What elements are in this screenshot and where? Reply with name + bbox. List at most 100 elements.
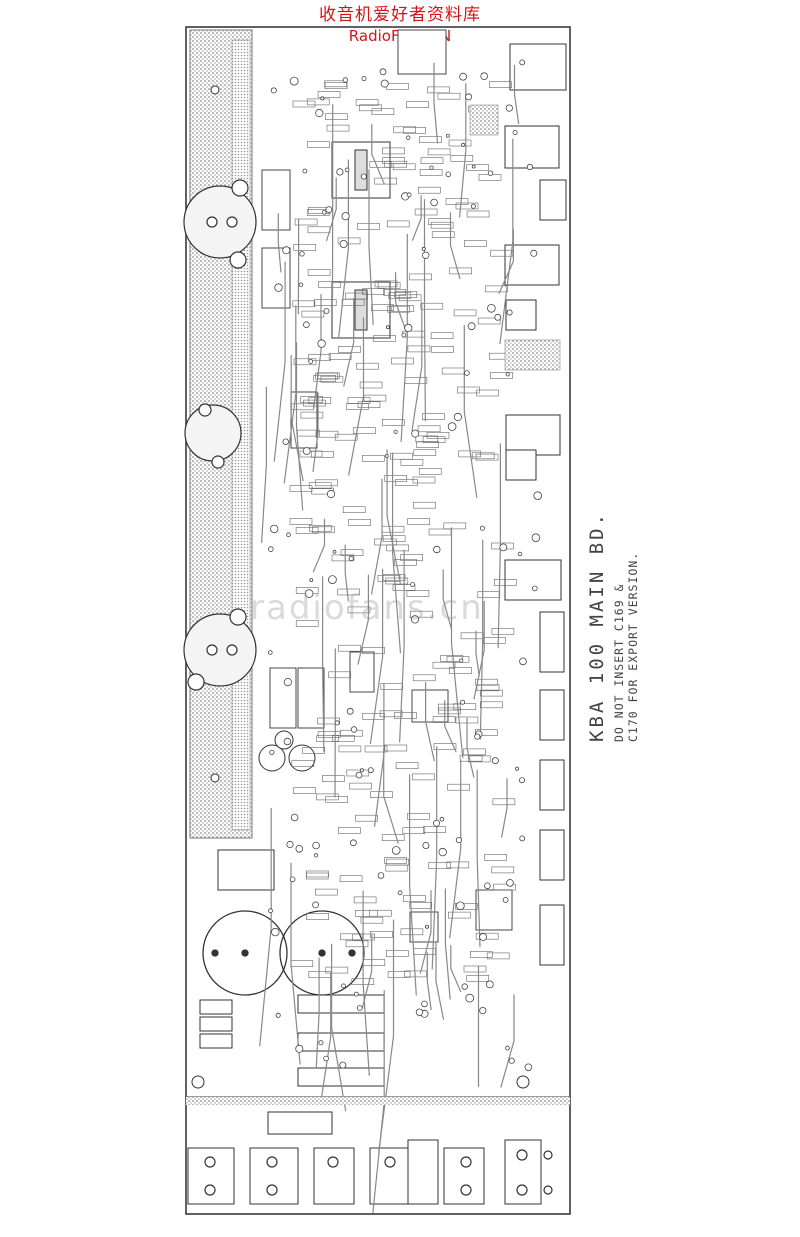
- resistor: [448, 139, 472, 147]
- via: [465, 93, 473, 101]
- resistor: [317, 731, 341, 738]
- trace: [423, 199, 426, 422]
- resistor: [361, 455, 385, 462]
- trace: [399, 549, 405, 743]
- resistor: [315, 430, 339, 438]
- resistor: [316, 735, 340, 742]
- via: [286, 532, 291, 537]
- resistor: [402, 827, 426, 835]
- resistor: [413, 947, 436, 955]
- copper-pad-right: [504, 339, 561, 371]
- via: [309, 578, 314, 582]
- resistor: [398, 294, 422, 302]
- resistor: [337, 588, 360, 596]
- resistor: [449, 667, 472, 674]
- resistor: [430, 332, 454, 340]
- trace: [459, 83, 467, 218]
- resistor: [325, 966, 349, 974]
- trace: [370, 478, 383, 595]
- via: [270, 87, 277, 94]
- via: [453, 412, 462, 422]
- resistor: [308, 482, 332, 490]
- resistor: [467, 755, 491, 763]
- resistor: [391, 357, 414, 365]
- via: [393, 429, 398, 434]
- resistor: [479, 689, 503, 697]
- resistor: [463, 748, 486, 756]
- resistor: [381, 834, 405, 841]
- resistor: [299, 450, 323, 458]
- via: [459, 72, 468, 81]
- resistor: [313, 299, 337, 306]
- trace: [498, 228, 514, 294]
- resistor: [428, 862, 452, 869]
- trace: [283, 305, 297, 484]
- via: [526, 163, 534, 171]
- via: [471, 164, 476, 169]
- via: [439, 816, 445, 822]
- resistor: [453, 309, 477, 317]
- resistor: [379, 710, 403, 718]
- via: [502, 897, 509, 903]
- via: [487, 170, 494, 176]
- resistor: [394, 712, 417, 719]
- resistor: [306, 913, 330, 920]
- trace: [425, 682, 435, 762]
- resistor: [486, 952, 510, 960]
- trace: [322, 576, 325, 752]
- via: [519, 59, 526, 66]
- resistor: [392, 163, 416, 171]
- via: [282, 438, 289, 445]
- via: [421, 1000, 428, 1008]
- via: [384, 454, 389, 458]
- resistor: [385, 950, 409, 957]
- via: [397, 890, 403, 896]
- resistor: [490, 372, 513, 379]
- site-name: 收音机爱好者资料库: [319, 5, 481, 25]
- via: [512, 130, 518, 136]
- resistor: [447, 911, 471, 919]
- resistor: [387, 971, 411, 978]
- trace: [411, 301, 423, 431]
- via: [508, 1057, 515, 1064]
- resistor: [371, 108, 395, 115]
- via: [295, 844, 304, 853]
- resistor: [331, 554, 355, 562]
- resistor: [384, 160, 407, 168]
- resistor: [415, 435, 439, 443]
- resistor: [384, 857, 407, 864]
- via: [464, 370, 470, 376]
- resistor: [400, 459, 424, 466]
- resistor: [339, 875, 363, 883]
- resistor: [307, 141, 330, 148]
- resistor: [355, 362, 379, 370]
- resistor: [409, 273, 432, 281]
- trace: [273, 261, 286, 462]
- trace: [378, 919, 395, 1153]
- resistor: [362, 647, 385, 654]
- via: [289, 876, 296, 883]
- resistor: [407, 518, 431, 525]
- resistor: [307, 269, 331, 276]
- trace: [409, 774, 417, 996]
- resistor: [347, 397, 371, 404]
- via: [406, 192, 412, 198]
- via: [349, 839, 357, 847]
- via: [312, 901, 320, 909]
- resistor: [331, 734, 355, 742]
- via: [456, 901, 465, 911]
- via: [326, 489, 336, 499]
- resistor: [407, 813, 430, 820]
- via: [334, 720, 340, 726]
- resistor: [407, 345, 431, 353]
- via: [479, 1006, 487, 1015]
- via: [494, 313, 502, 321]
- via: [360, 173, 367, 180]
- resistor: [393, 126, 417, 134]
- resistor: [371, 304, 394, 312]
- via: [290, 813, 299, 822]
- via: [455, 836, 462, 844]
- resistor: [427, 148, 451, 156]
- resistor: [291, 760, 315, 768]
- via: [359, 768, 364, 773]
